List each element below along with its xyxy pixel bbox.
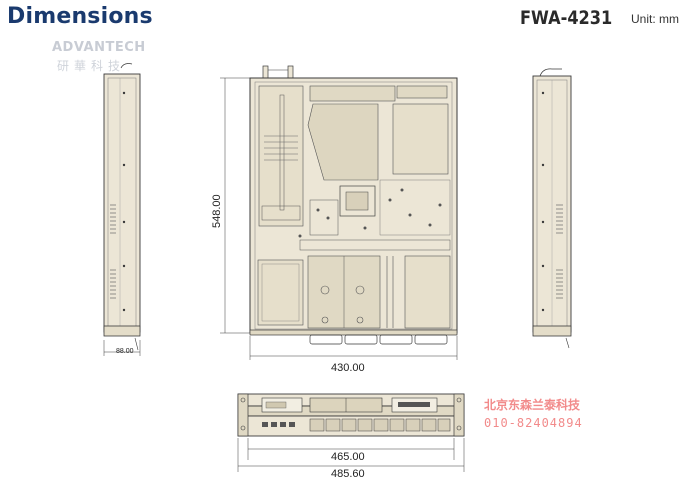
watermark-phone: 010-82404894 bbox=[484, 416, 583, 430]
advantech-logo-chinese: 研華科技 bbox=[57, 59, 126, 73]
right-side-view bbox=[532, 68, 572, 349]
unit-label: Unit: mm bbox=[631, 12, 679, 26]
front-view: 465.00 485.60 bbox=[237, 393, 465, 480]
front-outer-width-label: 485.60 bbox=[331, 468, 365, 480]
front-inner-width-label: 465.00 bbox=[331, 451, 365, 463]
advantech-logo: ADVANTECH bbox=[52, 40, 146, 55]
watermark-company: 北京东森兰泰科技 bbox=[484, 398, 581, 412]
top-width-dimension-label: 430.00 bbox=[331, 362, 365, 374]
model-name: FWA-4231 bbox=[520, 7, 613, 29]
left-side-view: 88.00 bbox=[103, 63, 141, 356]
side-width-label: 88.00 bbox=[116, 348, 134, 355]
depth-dimension-label: 548.00 bbox=[211, 194, 223, 228]
top-view: 548.00 430.00 bbox=[211, 65, 458, 374]
page-title: Dimensions bbox=[7, 4, 153, 29]
